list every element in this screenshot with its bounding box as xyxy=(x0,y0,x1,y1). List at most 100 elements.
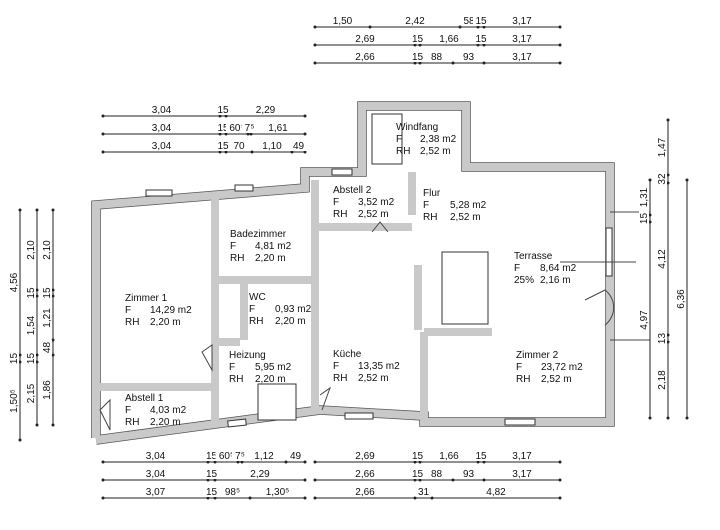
dimension-tick xyxy=(51,208,55,212)
dimension-tick xyxy=(666,181,670,185)
dimension-label: 15 xyxy=(475,16,487,27)
dimension-tick xyxy=(18,353,22,357)
dimension-tick xyxy=(558,61,562,65)
dimension-label: 15 xyxy=(475,451,487,462)
dimension-tick xyxy=(648,416,652,420)
dimension-tick xyxy=(413,61,417,65)
dimension-label: 15 xyxy=(42,287,53,299)
dimension-tick xyxy=(413,43,417,47)
dimension-tick xyxy=(101,496,105,500)
dimension-tick xyxy=(224,132,228,136)
dimension-tick xyxy=(476,460,480,464)
dimension-tick xyxy=(303,478,307,482)
dimension-tick xyxy=(218,114,222,118)
dimension-label: 2,66 xyxy=(355,469,375,480)
dimension-tick xyxy=(51,423,55,427)
dimension-label: 4,12 xyxy=(657,249,668,269)
dimension-label: 60⁵ xyxy=(219,451,234,462)
walls xyxy=(91,101,651,445)
dimension-tick xyxy=(648,178,652,182)
room-name: Heizung xyxy=(229,350,266,361)
dimension-tick xyxy=(236,460,240,464)
dimension-tick xyxy=(313,43,317,47)
dimension-label: 1,50⁵ xyxy=(9,389,20,413)
dimension-tick xyxy=(313,25,317,29)
dimension-label: 32 xyxy=(657,173,668,185)
room-attr-value: 23,72 m2 xyxy=(541,362,583,373)
dimension-tick xyxy=(51,353,55,357)
room-attr-value: 5,95 m2 xyxy=(255,362,292,373)
dimension-label: 3,04 xyxy=(146,451,166,462)
dimension-label: 1,31 xyxy=(639,187,650,207)
dimension-label: 3,07 xyxy=(146,487,166,498)
dimension-right-row: 6,36 xyxy=(676,178,689,420)
dimension-label: 13 xyxy=(657,333,668,345)
dimension-label: 1,10 xyxy=(262,141,282,152)
dimension-label: 1,50 xyxy=(333,16,353,27)
room-attr-value: 2,20 m xyxy=(255,374,286,385)
dimension-label: 6,36 xyxy=(676,289,687,309)
room-attr-value: 2,20 m xyxy=(275,316,306,327)
dimension-tick xyxy=(224,114,228,118)
dimension-tick xyxy=(35,360,39,364)
room-attr-value: 5,28 m2 xyxy=(450,200,487,211)
dimension-tick xyxy=(240,460,244,464)
dimension-tick xyxy=(35,208,39,212)
dimension-label: 15 xyxy=(9,353,20,365)
room-attr-label: F xyxy=(514,263,520,274)
room-attr-value: 4,81 m2 xyxy=(255,241,292,252)
room-attr-label: RH xyxy=(249,316,263,327)
dimension-label: 15 xyxy=(639,213,650,225)
dimension-label: 98⁵ xyxy=(225,487,240,498)
room-attr-label: F xyxy=(516,362,522,373)
dimension-tick xyxy=(213,496,217,500)
dimension-tick xyxy=(666,333,670,337)
dimension-label: 15 xyxy=(206,487,218,498)
dimension-tick xyxy=(101,478,105,482)
dimension-tick xyxy=(101,460,105,464)
dimension-tick xyxy=(666,118,670,122)
room-attr-value: 14,29 m2 xyxy=(150,305,192,316)
dimension-tick xyxy=(101,114,105,118)
dimension-tick xyxy=(101,150,105,154)
dimension-tick xyxy=(51,288,55,292)
dimension-label: 1,21 xyxy=(42,308,53,328)
room-attr-value: 2,52 m xyxy=(541,374,572,385)
dimension-tick xyxy=(18,360,22,364)
dimension-tick xyxy=(418,43,422,47)
dimension-label: 15 xyxy=(412,52,424,63)
dimension-label: 2,69 xyxy=(355,451,375,462)
dimension-label: 15 xyxy=(217,105,229,116)
dimension-tick xyxy=(218,150,222,154)
dimension-label: 49 xyxy=(290,451,302,462)
dimension-label: 2,18 xyxy=(657,370,668,390)
room-attr-value: 2,16 m xyxy=(540,275,571,286)
dimension-tick xyxy=(206,496,210,500)
dimension-tick xyxy=(35,288,39,292)
dimension-tick xyxy=(18,208,22,212)
dimension-tick xyxy=(666,173,670,177)
room-name: Abstell 1 xyxy=(125,393,164,404)
dimension-tick xyxy=(418,460,422,464)
dimension-label: 2,29 xyxy=(256,105,276,116)
dimension-label: 15 xyxy=(206,469,218,480)
dimension-tick xyxy=(648,220,652,224)
room-attr-value: 3,52 m2 xyxy=(358,197,395,208)
dimension-label: 1,86 xyxy=(42,380,53,400)
